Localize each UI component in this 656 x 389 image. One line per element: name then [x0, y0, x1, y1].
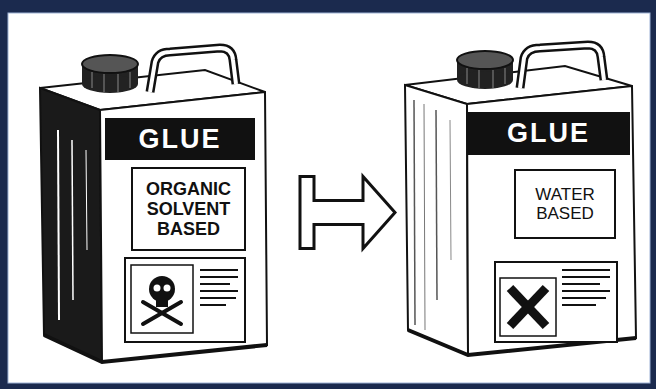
skull-eye	[154, 285, 161, 292]
can-side	[40, 88, 102, 362]
text-line	[200, 283, 230, 285]
cap-top	[457, 51, 513, 69]
can-title: GLUE	[105, 118, 255, 160]
can-label: ORGANIC SOLVENT BASED	[132, 168, 245, 250]
glue-can: GLUE ORGANIC SOLVENT BASED	[40, 50, 300, 365]
can-label: WATER BASED	[515, 170, 615, 238]
text-line	[562, 297, 606, 299]
text-line	[200, 276, 238, 278]
label-box	[132, 168, 245, 250]
label-band	[467, 112, 630, 155]
side-hatch	[72, 140, 73, 300]
text-line	[200, 304, 226, 306]
can-title: GLUE	[467, 112, 630, 155]
cap-ridge	[505, 68, 506, 84]
label-band	[105, 118, 255, 160]
panel	[8, 13, 650, 383]
text-line	[562, 290, 610, 292]
cap-ridge	[467, 68, 468, 84]
can-front	[100, 92, 267, 362]
can-side	[405, 85, 468, 355]
cap-ridge	[92, 72, 93, 88]
text-line	[200, 297, 236, 299]
cap-ridge	[130, 72, 131, 88]
text-line	[562, 304, 596, 306]
side-hatch	[450, 120, 451, 260]
text-line	[200, 269, 238, 271]
can-front	[467, 86, 636, 355]
side-hatch	[436, 110, 437, 300]
cap-ridge	[493, 70, 494, 88]
text-line	[562, 283, 600, 285]
hazard-label	[495, 262, 617, 342]
handle	[150, 48, 236, 92]
text-line	[562, 276, 610, 278]
side-hatch	[424, 104, 425, 330]
cross-symbol	[510, 288, 546, 326]
text-line	[200, 290, 238, 292]
text-line	[562, 269, 610, 271]
cap-ridge	[104, 74, 105, 92]
cross-symbol	[510, 288, 546, 326]
label-box	[515, 170, 615, 238]
hazard-box	[500, 278, 556, 336]
side-hatch	[58, 130, 59, 320]
handle	[520, 45, 604, 88]
side-hatch	[86, 150, 87, 250]
block-arrow	[300, 177, 395, 249]
side-hatch	[414, 100, 415, 325]
cap-ridge	[479, 70, 480, 88]
hazard-box	[131, 265, 193, 333]
cap-ridge	[118, 74, 119, 92]
handle	[150, 48, 236, 92]
skull-jaw	[156, 298, 168, 307]
glue-can: GLUE WATER BASED	[395, 50, 645, 365]
handle	[520, 45, 604, 88]
skull-eye	[164, 285, 171, 292]
cap-top	[82, 55, 138, 73]
hazard-label	[125, 258, 245, 342]
